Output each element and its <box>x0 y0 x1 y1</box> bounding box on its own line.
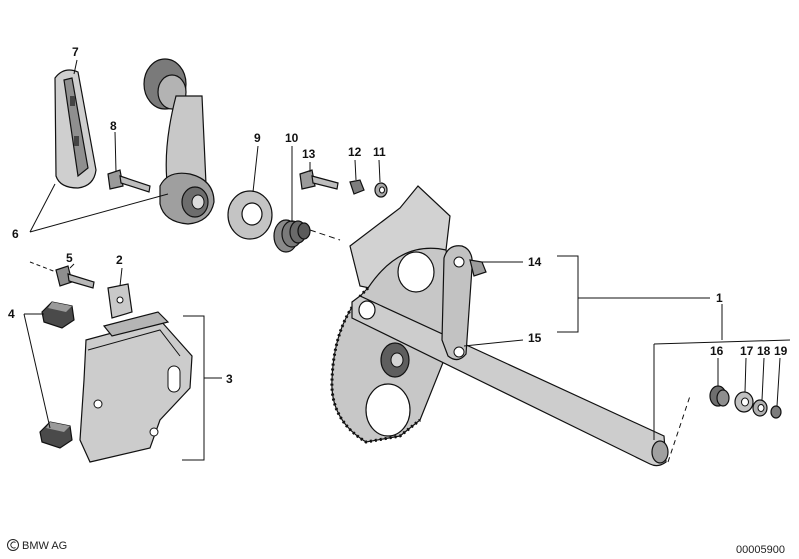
leader-lines <box>23 59 791 463</box>
callout-labels: 1 2 3 4 5 6 7 8 9 10 11 12 13 14 15 16 1… <box>8 45 788 386</box>
callout-9: 9 <box>254 131 261 145</box>
washer-9-part <box>227 190 273 240</box>
callout-3: 3 <box>226 372 233 386</box>
callout-19: 19 <box>774 344 788 358</box>
mounting-plate-part <box>79 311 193 463</box>
callout-16: 16 <box>710 344 724 358</box>
bracket-2-part <box>107 283 133 319</box>
callout-1: 1 <box>716 291 723 305</box>
washer-17-part <box>734 391 754 413</box>
callout-12: 12 <box>348 145 362 159</box>
clip-19-part <box>770 405 782 419</box>
callout-5: 5 <box>66 251 73 265</box>
buffer-4-lower-part <box>39 421 73 449</box>
callout-10: 10 <box>285 131 299 145</box>
bellows-10-part <box>273 219 341 253</box>
washer-18-part <box>752 399 768 417</box>
callout-6: 6 <box>12 227 19 241</box>
footer: BMW AG 00005900 <box>7 539 785 556</box>
callout-13: 13 <box>302 147 316 161</box>
washer-11-part <box>374 182 388 198</box>
callout-15: 15 <box>528 331 542 345</box>
screw-8-part <box>107 169 151 193</box>
spring-16-part <box>709 385 730 407</box>
callout-11: 11 <box>373 145 386 159</box>
callout-4: 4 <box>8 307 15 321</box>
copyright-text: BMW AG <box>22 540 67 552</box>
callout-14: 14 <box>528 255 542 269</box>
bolt-13-part <box>299 169 339 190</box>
callout-7: 7 <box>72 45 79 59</box>
copyright-icon <box>7 539 19 551</box>
window-regulator-part <box>330 185 669 467</box>
handle-cover-part <box>54 69 97 189</box>
callout-2: 2 <box>116 253 123 267</box>
callout-18: 18 <box>757 344 771 358</box>
nut-12-part <box>349 179 365 195</box>
buffer-4-upper-part <box>41 301 75 329</box>
crank-handle-part <box>143 58 215 225</box>
catalog-number: 00005900 <box>736 544 785 556</box>
callout-17: 17 <box>740 344 754 358</box>
bolt-5-part <box>29 261 95 289</box>
callout-8: 8 <box>110 119 117 133</box>
